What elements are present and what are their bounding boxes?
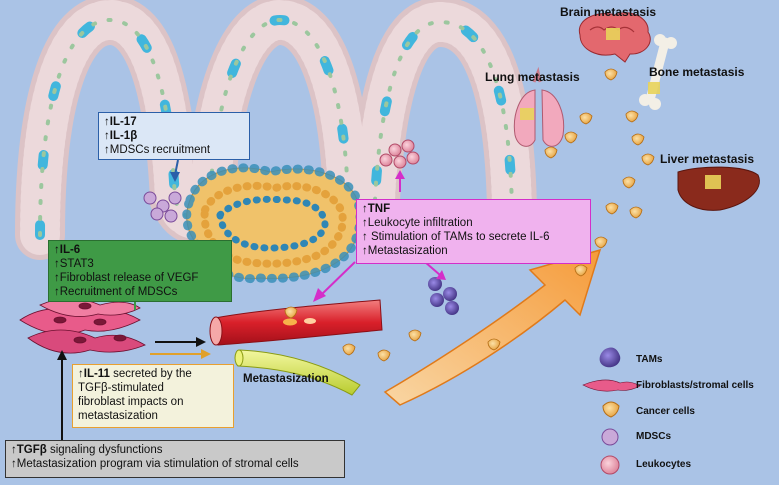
connector-arrows [57, 159, 446, 440]
cancer-cell-icon [602, 401, 620, 418]
legend-tams-label: TAMs [636, 354, 663, 365]
lung-metastasis-label: Lung metastasis [485, 70, 580, 84]
leukocyte-infiltration-text: ↑Leukocyte infiltration [362, 217, 473, 229]
lymphatic-vessel [234, 349, 361, 396]
legend-icons [582, 347, 641, 475]
metastasization-label: Metastasization [243, 373, 329, 385]
metastasis-arrow [383, 248, 602, 406]
intestinal-epithelium [15, 0, 537, 260]
il6-label: IL-6 [59, 244, 81, 256]
mdsc-cluster [143, 191, 182, 223]
tam-icon [599, 347, 621, 368]
fibroblast-icon [582, 379, 641, 392]
vegf-text: ↑Fibroblast release of VEGF [54, 272, 199, 284]
tgfb-label: TGFβ [16, 444, 47, 456]
il11-box: ↑IL-11 secreted by the TGFβ-stimulated f… [72, 364, 234, 428]
tnf-label: TNF [367, 203, 391, 215]
brain-organ [578, 12, 651, 63]
legend-fibroblasts-label: Fibroblasts/stromal cells [636, 380, 754, 391]
il17-box: ↑IL-17 ↑IL-1β ↑MDSCs recruitment [98, 112, 250, 160]
circulating-cancer-cells [284, 68, 655, 362]
il6-box: ↑IL-6 ↑STAT3 ↑Fibroblast release of VEGF… [48, 240, 232, 302]
mdsc-icon [601, 428, 619, 446]
stromal-stimulation-text: ↑Metastasization program via stimulation… [11, 458, 299, 470]
tnf-box: ↑TNF ↑Leukocyte infiltration ↑ Stimulati… [356, 199, 591, 264]
leukocyte-icon [600, 455, 620, 475]
il1b-label: IL-1β [109, 130, 138, 142]
mdsc-recruitment-text: ↑MDSCs recruitment [104, 144, 211, 156]
leukocyte-cluster [379, 139, 420, 169]
bone-organ [639, 34, 677, 110]
metastasization-tnf-text: ↑Metastasization [362, 245, 448, 257]
tam-cluster [428, 277, 459, 315]
tam-stimulation-text: ↑ Stimulation of TAMs to secrete IL-6 [362, 231, 550, 243]
mdsc-recruitment-il6-text: ↑Recruitment of MDSCs [54, 286, 178, 298]
il11-label: IL-11 [83, 368, 110, 380]
liver-metastasis-label: Liver metastasis [660, 152, 755, 166]
legend-leukocytes-label: Leukocytes [636, 459, 692, 470]
bone-metastasis-label: Bone metastasis [649, 65, 745, 79]
il17-label: IL-17 [109, 116, 137, 128]
blood-vessel [209, 299, 383, 346]
tgfb-box: ↑TGFβ signaling dysfunctions ↑Metastasiz… [5, 440, 345, 478]
lung-organ [513, 66, 565, 147]
liver-organ [677, 166, 760, 211]
stat3-text: ↑STAT3 [54, 258, 94, 270]
legend-cancer-cells-label: Cancer cells [636, 406, 695, 417]
legend-mdscs-label: MDSCs [636, 431, 672, 442]
brain-metastasis-label: Brain metastasis [560, 5, 657, 19]
fibroblast-cluster [19, 298, 146, 354]
